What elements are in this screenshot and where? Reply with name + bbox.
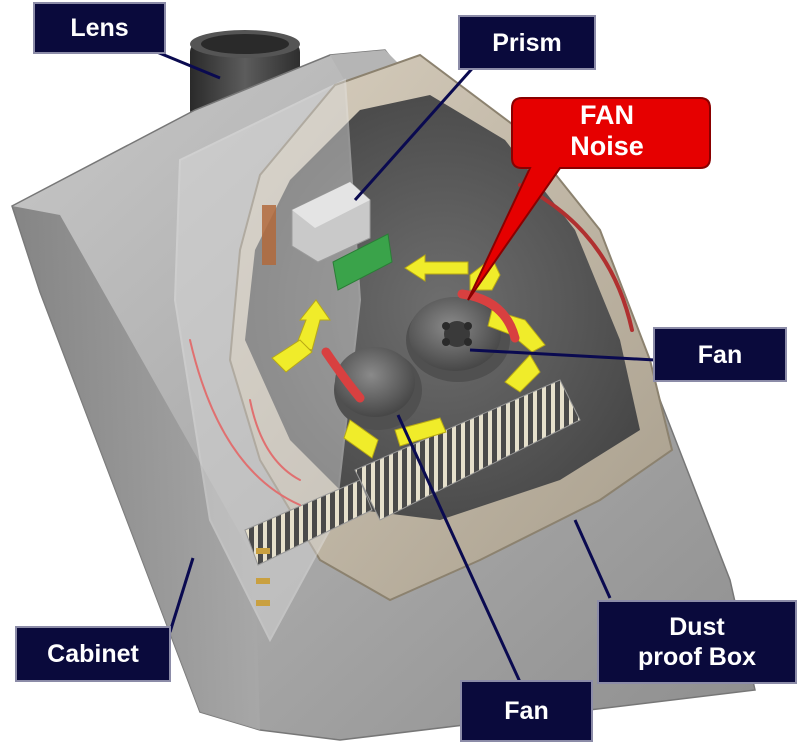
label-lens: Lens	[33, 2, 166, 54]
label-dust-proof-box-line1: Dust	[669, 613, 725, 641]
label-fan-bottom: Fan	[460, 680, 593, 742]
label-dust-proof-box-line2: proof Box	[637, 643, 757, 671]
label-fan-right: Fan	[653, 327, 787, 382]
prism	[291, 181, 371, 263]
orange-component	[262, 205, 276, 265]
leader-line-fan-bottom	[396, 414, 522, 683]
label-prism: Prism	[458, 15, 596, 70]
fan-right	[406, 297, 510, 382]
fan-left	[334, 347, 422, 430]
label-cabinet: Cabinet	[15, 626, 171, 682]
fan-noise-callout-text: FAN Noise	[508, 96, 706, 166]
leader-lines	[151, 48, 656, 683]
leader-line-fan-right	[469, 348, 656, 362]
leader-line-prism	[353, 61, 480, 201]
connector-pins	[256, 548, 270, 606]
label-dust-proof-box: Dust proof Box	[597, 600, 797, 684]
leader-line-cabinet	[168, 557, 195, 633]
leader-line-dust-box	[573, 519, 612, 599]
callout-line-1: FAN	[580, 100, 634, 130]
callout-line-2: Noise	[570, 131, 644, 161]
leader-line-lens	[151, 48, 221, 80]
fan-noise-callout	[467, 97, 711, 301]
heat-sink-fins	[244, 379, 581, 566]
lcd-panel	[332, 233, 393, 291]
